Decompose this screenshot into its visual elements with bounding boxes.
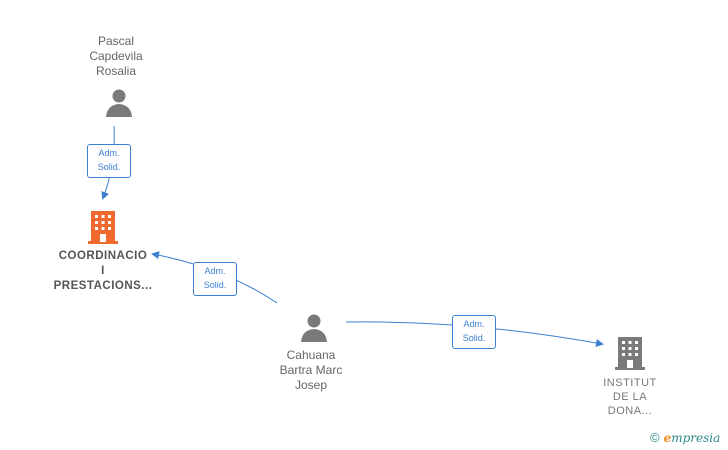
name-line: Capdevila	[89, 49, 143, 63]
name-line: DONA...	[607, 405, 653, 417]
person-name-cahuana[interactable]: Cahuana Bartra Marc Josep	[266, 348, 356, 393]
role-line: Solid.	[203, 280, 227, 290]
role-line: Solid.	[462, 333, 486, 343]
edge-label-role[interactable]: Adm. Solid.	[87, 144, 131, 178]
company-name-coordinacio[interactable]: COORDINACIO I PRESTACIONS...	[44, 249, 162, 294]
name-line: COORDINACIO	[58, 250, 148, 262]
role-line: Adm.	[463, 319, 485, 329]
brand-logo: ©empresia	[650, 430, 720, 445]
edge-label-role[interactable]: Adm. Solid.	[452, 315, 496, 349]
brand-name: mpresia	[671, 431, 721, 445]
copyright-symbol: ©	[650, 430, 660, 445]
person-name-pascal[interactable]: Pascal Capdevila Rosalia	[76, 34, 156, 79]
company-name-institut[interactable]: INSTITUT DE LA DONA...	[592, 376, 668, 418]
name-line: DE LA	[612, 391, 648, 403]
name-line: Cahuana	[286, 348, 336, 362]
brand-initial: e	[663, 431, 672, 445]
role-line: Adm.	[204, 266, 226, 276]
person-icon[interactable]	[299, 313, 329, 343]
name-line: Josep	[294, 378, 328, 392]
name-line: I	[101, 265, 105, 277]
building-icon[interactable]	[615, 336, 645, 370]
role-line: Adm.	[98, 148, 120, 158]
name-line: Pascal	[97, 34, 135, 48]
person-icon[interactable]	[104, 88, 134, 118]
name-line: PRESTACIONS...	[53, 280, 153, 292]
name-line: Rosalia	[95, 64, 137, 78]
role-line: Solid.	[97, 162, 121, 172]
name-line: Bartra Marc	[279, 363, 343, 377]
name-line: INSTITUT	[603, 377, 657, 389]
building-icon[interactable]	[88, 210, 118, 244]
edge-label-role[interactable]: Adm. Solid.	[193, 262, 237, 296]
